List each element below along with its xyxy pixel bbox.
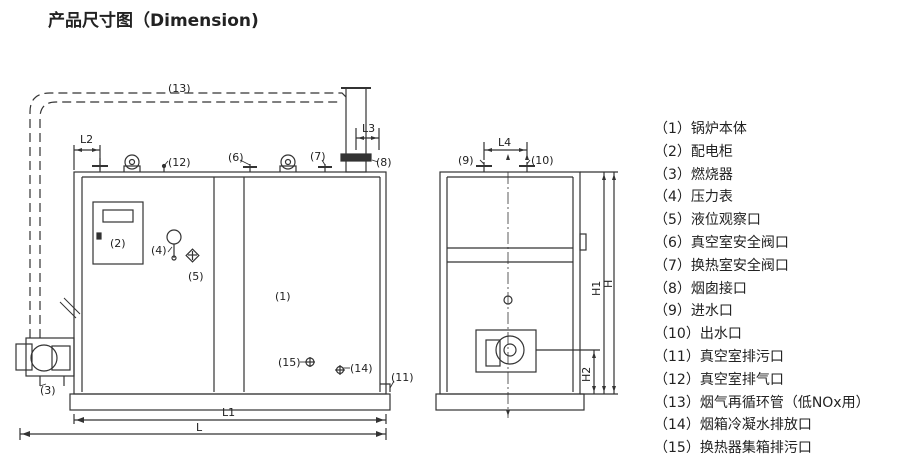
legend-item: （12）真空室排气口 [654,371,784,388]
component-legend: （1）锅炉本体 （2）配电柜 （3）燃烧器 （4）压力表 （5）液位观察口 （6… [654,118,870,460]
dim-H2: H2 [580,367,593,382]
dim-H1: H1 [590,281,603,296]
legend-item: （13）烟气再循环管（低NOx用） [654,394,870,411]
control-cabinet [92,201,144,265]
dim-l3: L3 [362,122,375,135]
drain-11 [380,383,391,392]
legend-item: （3）燃烧器 [654,166,733,183]
callout-3: (3) [40,384,56,397]
boiler-body-side [439,171,581,395]
legend-item: （14）烟箱冷凝水排放口 [654,417,812,434]
level-window [185,248,200,263]
callout-5: (5) [188,270,204,283]
callout-7: (7) [310,150,326,163]
page-title: 产品尺寸图（Dimension) [48,11,259,31]
dim-L: L [196,421,203,434]
legend-item: （6）真空室安全阀口 [654,234,789,251]
recirculation-pipe [29,92,347,338]
callout-13: (13) [168,82,191,95]
legend-item: （1）锅炉本体 [654,121,747,137]
dim-H: H [602,280,615,288]
legend-item: （8）烟囱接口 [654,280,747,297]
callout-10: (10) [531,154,554,167]
callout-4: (4) [151,244,167,257]
boiler-base-front [69,393,391,411]
callout-6: (6) [228,151,244,164]
legend-item: （5）液位观察口 [654,212,761,229]
callout-9: (9) [458,154,474,167]
dim-l4: L4 [498,136,511,149]
legend-item: （7）换热室安全阀口 [654,257,789,274]
callout-11: (11) [391,371,414,384]
boiler-body-front [73,171,387,395]
callout-14: (14) [350,362,373,375]
chimney-flange [340,153,372,162]
lifting-lug-1 [124,154,140,170]
front-view [15,87,391,440]
pressure-gauge [166,229,182,245]
dim-l2: L2 [80,133,93,146]
burner [25,337,75,377]
legend-item: （11）真空室排污口 [654,348,784,365]
legend-item: （9）进水口 [654,303,733,320]
legend-item: （10）出水口 [654,326,742,343]
callout-8: (8) [376,156,392,169]
boiler-base-side [435,393,585,411]
legend-item: （4）压力表 [654,189,733,206]
side-view [435,142,618,418]
callout-1: (1) [275,290,291,303]
callout-15: (15) [278,356,301,369]
dim-L1: L1 [222,406,235,419]
callout-12: (12) [168,156,191,169]
legend-item: （15）换热器集箱排污口 [654,440,812,457]
legend-item: （2）配电柜 [654,143,733,160]
callout-2: (2) [110,237,126,250]
lifting-lug-2 [280,154,296,170]
circulation-pump [475,329,537,373]
